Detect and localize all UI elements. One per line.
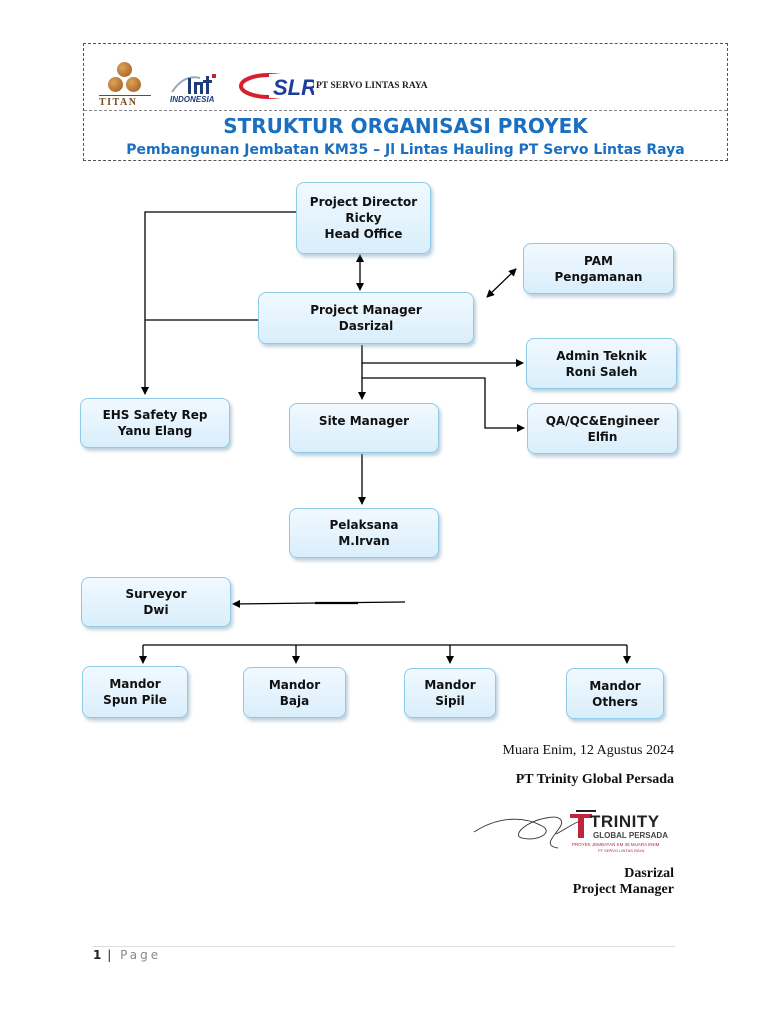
surveyor-name: Dwi [143,603,169,617]
mandor-others-name: Others [592,694,638,709]
page-number: 1 [93,948,102,962]
titan-logo: TITAN [97,60,155,110]
node-qa-qc: QA/QC&Engineer Elfin [527,403,678,454]
hnt-logo-text: INDONESIA [170,95,215,104]
node-mandor-sipil: Mandor Sipil [404,668,496,718]
node-pam: PAM Pengamanan [523,243,674,294]
handwritten-signature [473,810,596,849]
document-header: TITAN INDONESIA SLR PT SERVO LINTAS RAYA… [83,43,728,161]
page-title: STRUKTUR ORGANISASI PROYEK [223,114,588,138]
hnt-indonesia-logo: INDONESIA [170,72,232,106]
node-admin-teknik: Admin Teknik Roni Saleh [526,338,677,389]
pelaksana-name: M.Irvan [338,534,390,548]
qa-qc-title: QA/QC&Engineer [545,413,660,428]
ehs-name: Yanu Elang [117,424,193,438]
page-footer: 1 | Page [93,948,161,962]
pam-title: PAM [584,253,613,268]
signer-name: Dasrizal [624,866,674,881]
mandor-baja-name: Baja [279,693,310,708]
place-date: Muara Enim, 12 Agustus 2024 [502,743,675,758]
pelaksana-title: Pelaksana [329,518,399,532]
signature-stamp: TRINITY GLOBAL PERSADA PROYEK JEMBATAN K… [472,808,672,858]
page-label: Page [120,948,162,962]
mandor-sipil-name: Sipil [435,694,465,708]
project-manager-title: Project Manager [310,303,422,317]
qa-qc-name: Elfin [587,429,618,444]
node-ehs-safety: EHS Safety Rep Yanu Elang [80,398,230,448]
ehs-title: EHS Safety Rep [102,408,208,422]
page-subtitle: Pembangunan Jembatan KM35 – Jl Lintas Ha… [126,142,685,158]
mandor-spun-pile-name: Spun Pile [103,693,167,707]
node-project-director: Project Director Ricky Head Office [296,182,431,254]
signing-company: PT Trinity Global Persada [515,772,674,787]
admin-teknik-title: Admin Teknik [556,348,647,363]
stamp-subtitle: GLOBAL PERSADA [593,831,668,840]
mandor-sipil-title: Mandor [424,678,476,692]
footer-divider [93,946,675,947]
node-project-manager: Project Manager Dasrizal [258,292,474,344]
footer-separator: | [107,948,112,962]
company-name: PT SERVO LINTAS RAYA [316,81,428,91]
node-mandor-baja: Mandor Baja [243,667,346,718]
surveyor-title: Surveyor [125,587,187,601]
mandor-others-title: Mandor [589,678,641,693]
signer-role: Project Manager [572,882,674,897]
header-divider [84,110,727,111]
titan-logo-text: TITAN [99,97,138,108]
stamp-project-line: PROYEK JEMBATAN KM 35 MUARA ENIM [572,842,660,847]
slr-logo: SLR [239,70,317,102]
project-director-name: Ricky [345,211,382,225]
mandor-baja-title: Mandor [268,677,321,692]
slr-logo-text: SLR [273,75,314,100]
project-director-office: Head Office [324,227,403,241]
project-manager-name: Dasrizal [338,319,394,333]
project-director-title: Project Director [309,195,418,209]
stamp-client-line: PT SERVO LINTAS RAYA [598,848,645,853]
site-manager-title: Site Manager [318,414,410,428]
node-surveyor: Surveyor Dwi [81,577,231,627]
node-mandor-others: Mandor Others [566,668,664,719]
node-mandor-spun-pile: Mandor Spun Pile [82,666,188,718]
mandor-spun-pile-title: Mandor [109,677,161,691]
node-pelaksana: Pelaksana M.Irvan [289,508,439,558]
pam-subtitle: Pengamanan [554,269,643,284]
node-site-manager: Site Manager [289,403,439,453]
admin-teknik-name: Roni Saleh [565,364,638,379]
stamp-word: TRINITY [590,812,660,831]
